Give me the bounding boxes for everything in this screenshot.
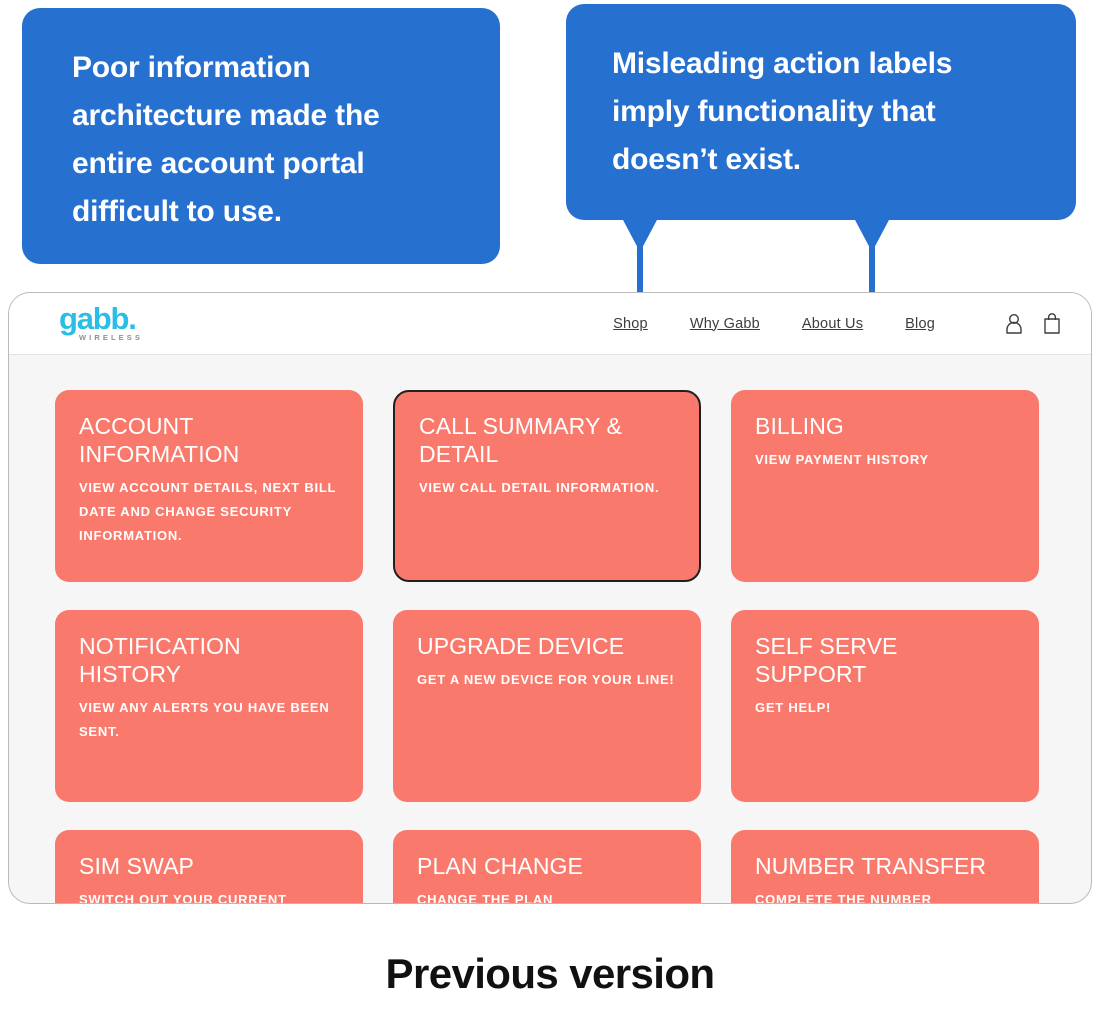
tile-upgrade-device[interactable]: UPGRADE DEVICE GET A NEW DEVICE FOR YOUR… xyxy=(393,610,701,802)
nav-icon-group xyxy=(1003,312,1063,336)
tile-description: SWITCH OUT YOUR CURRENT xyxy=(79,892,287,904)
tile-title: NOTIFICATION HISTORY xyxy=(79,633,241,687)
callout-a-line-2: architecture made the xyxy=(72,99,380,132)
nav-link-shop[interactable]: Shop xyxy=(613,315,648,332)
tile-description: GET A NEW DEVICE FOR YOUR LINE! xyxy=(417,672,675,687)
tile-description: GET HELP! xyxy=(755,700,832,715)
logo-word-text: gabb xyxy=(59,301,129,337)
tile-number-transfer[interactable]: NUMBER TRANSFER COMPLETE THE NUMBER xyxy=(731,830,1039,904)
callout-a-line-1: Poor information xyxy=(72,51,311,84)
callout-misleading-action-labels: Misleading action labels imply functiona… xyxy=(566,4,1076,220)
account-action-tile-grid: ACCOUNT INFORMATION VIEW ACCOUNT DETAILS… xyxy=(9,355,1091,904)
nav-link-blog[interactable]: Blog xyxy=(905,315,935,332)
tile-call-summary-and-detail[interactable]: CALL SUMMARY & DETAIL VIEW CALL DETAIL I… xyxy=(393,390,701,582)
primary-navigation: Shop Why Gabb About Us Blog xyxy=(613,312,1063,336)
tile-title: CALL SUMMARY & DETAIL xyxy=(419,413,622,467)
callout-b-line-1: Misleading action labels xyxy=(612,47,953,80)
tile-title: ACCOUNT INFORMATION xyxy=(79,413,240,467)
tile-title: BILLING xyxy=(755,413,844,439)
shopping-bag-icon[interactable] xyxy=(1041,312,1063,336)
callout-b-line-3: doesn’t exist. xyxy=(612,143,801,176)
nav-link-why-gabb[interactable]: Why Gabb xyxy=(689,315,760,332)
callout-poor-information-architecture: Poor information architecture made the e… xyxy=(22,8,500,264)
logo-dot: . xyxy=(128,301,137,337)
tile-description: CHANGE THE PLAN xyxy=(417,892,554,904)
figure-caption: Previous version xyxy=(385,950,715,997)
logo-wordmark: gabb. xyxy=(59,303,137,334)
tile-billing[interactable]: BILLING VIEW PAYMENT HISTORY xyxy=(731,390,1039,582)
site-header: gabb. WIRELESS Shop Why Gabb About Us Bl… xyxy=(9,293,1091,355)
tile-description: VIEW ANY ALERTS YOU HAVE BEEN SENT. xyxy=(79,700,330,739)
tile-title: PLAN CHANGE xyxy=(417,853,583,879)
tile-title: NUMBER TRANSFER xyxy=(755,853,987,879)
tile-account-information[interactable]: ACCOUNT INFORMATION VIEW ACCOUNT DETAILS… xyxy=(55,390,363,582)
callout-b-line-2: imply functionality that xyxy=(612,95,936,128)
tile-description: VIEW PAYMENT HISTORY xyxy=(755,452,929,467)
gabb-wireless-logo[interactable]: gabb. WIRELESS xyxy=(59,303,143,343)
account-icon[interactable] xyxy=(1003,312,1025,336)
tile-sim-swap[interactable]: SIM SWAP SWITCH OUT YOUR CURRENT xyxy=(55,830,363,904)
tile-plan-change[interactable]: PLAN CHANGE CHANGE THE PLAN xyxy=(393,830,701,904)
nav-link-about-us[interactable]: About Us xyxy=(801,315,864,332)
tile-description: COMPLETE THE NUMBER xyxy=(755,892,932,904)
tile-title: SIM SWAP xyxy=(79,853,194,879)
tile-description: VIEW CALL DETAIL INFORMATION. xyxy=(419,480,660,495)
tile-self-serve-support[interactable]: SELF SERVE SUPPORT GET HELP! xyxy=(731,610,1039,802)
tile-title: SELF SERVE SUPPORT xyxy=(755,633,898,687)
account-portal-screenshot-panel: gabb. WIRELESS Shop Why Gabb About Us Bl… xyxy=(8,292,1092,904)
tile-title: UPGRADE DEVICE xyxy=(417,633,625,659)
callout-a-line-3: entire account portal xyxy=(72,147,365,180)
callout-a-line-4: difficult to use. xyxy=(72,195,282,228)
tile-notification-history[interactable]: NOTIFICATION HISTORY VIEW ANY ALERTS YOU… xyxy=(55,610,363,802)
tile-description: VIEW ACCOUNT DETAILS, NEXT BILL DATE AND… xyxy=(79,480,337,543)
logo-subtitle: WIRELESS xyxy=(79,333,143,343)
